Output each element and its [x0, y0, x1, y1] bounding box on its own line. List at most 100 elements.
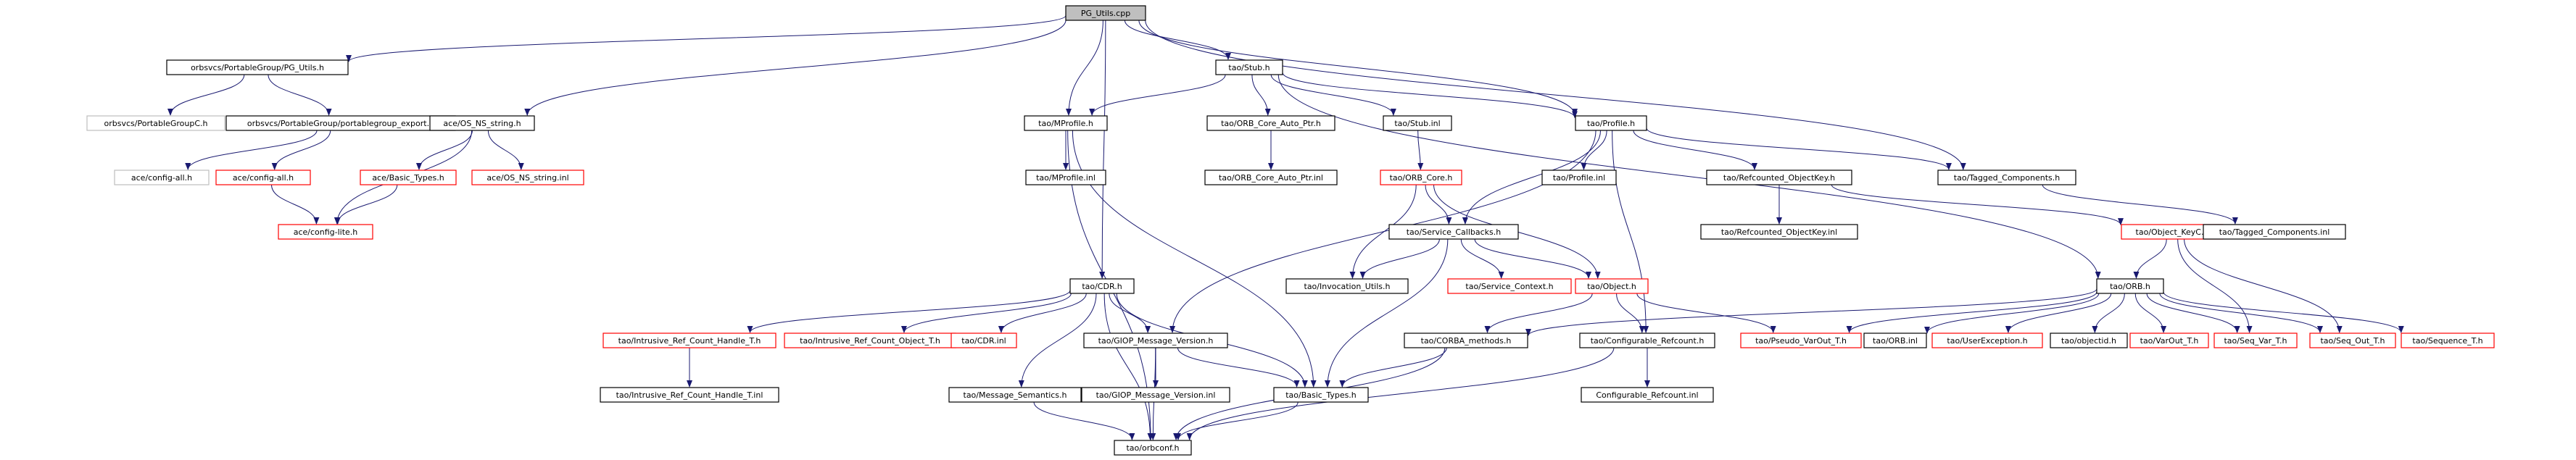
- include-edge-ace_basic_types-to-config_lite: [334, 184, 398, 225]
- include-edge-pg_utils_h-to-orbsvcs_pgc: [167, 74, 245, 116]
- include-edge-profile_h-to-service_callbacks_h: [1462, 130, 1602, 225]
- include-edge-refcounted_objectkey_h-to-object_keyc_h: [1831, 184, 2124, 226]
- include-edge-tao_stub_h-to-profile_h: [1282, 72, 1578, 119]
- file-node-irc_handle_t_h[interactable]: tao/Intrusive_Ref_Count_Handle_T.h: [602, 333, 776, 348]
- file-node-tao_stub_h[interactable]: tao/Stub.h: [1215, 59, 1283, 75]
- file-node-refcounted_objectkey_h[interactable]: tao/Refcounted_ObjectKey.h: [1706, 170, 1852, 185]
- file-node-box: [948, 387, 1082, 403]
- file-node-orb_h[interactable]: tao/ORB.h: [2096, 278, 2164, 294]
- file-node-label: tao/MProfile.h: [1038, 119, 1093, 128]
- file-node-sequence_t_h[interactable]: tao/Sequence_T.h: [2401, 333, 2495, 348]
- include-edge-orb_h-to-sequence_t_h: [2163, 291, 2404, 333]
- file-node-box: [1541, 170, 1617, 185]
- file-node-seq_var_t_h[interactable]: tao/Seq_Var_T.h: [2213, 333, 2298, 348]
- file-node-label: tao/Basic_Types.h: [1285, 390, 1357, 400]
- file-node-refcounted_objectkey_inl[interactable]: tao/Refcounted_ObjectKey.inl: [1700, 224, 1858, 240]
- file-node-label: tao/objectid.h: [2061, 336, 2116, 346]
- file-node-pg_export[interactable]: orbsvcs/PortableGroup/portablegroup_expo…: [225, 115, 456, 131]
- file-node-box: [1579, 333, 1715, 348]
- file-node-corba_methods_h[interactable]: tao/CORBA_methods.h: [1404, 333, 1528, 348]
- file-node-config_all_gray[interactable]: ace/config-all.h: [114, 170, 210, 185]
- file-node-label: tao/ORB.inl: [1873, 336, 1918, 346]
- file-node-irc_object_t_h[interactable]: tao/Intrusive_Ref_Count_Object_T.h: [784, 333, 956, 348]
- file-node-tagged_components_inl[interactable]: tao/Tagged_Components.inl: [2203, 224, 2346, 240]
- file-node-box: [471, 170, 584, 185]
- file-node-profile_inl[interactable]: tao/Profile.inl: [1541, 170, 1617, 185]
- include-edge-config_all_red-to-config_lite: [270, 184, 320, 225]
- file-node-tagged_components_h[interactable]: tao/Tagged_Components.h: [1937, 170, 2076, 185]
- include-edge-tao_stub_h-to-mprofile_h: [1089, 74, 1226, 116]
- include-edge-ace_os_ns_string-to-os_ns_string_inl: [487, 130, 524, 170]
- file-node-service_callbacks_h[interactable]: tao/Service_Callbacks.h: [1388, 224, 1519, 240]
- file-node-service_context_h[interactable]: tao/Service_Context.h: [1447, 278, 1572, 294]
- file-node-irc_handle_t_inl[interactable]: tao/Intrusive_Ref_Count_Handle_T.inl: [600, 387, 779, 403]
- include-edge-orb_h-to-userexception_h: [2005, 293, 2112, 333]
- file-node-orb_inl[interactable]: tao/ORB.inl: [1863, 333, 1927, 348]
- file-node-box: [1083, 333, 1228, 348]
- file-node-giop_message_version_h[interactable]: tao/GIOP_Message_Version.h: [1083, 333, 1228, 348]
- file-node-seq_out_t_h[interactable]: tao/Seq_Out_T.h: [2309, 333, 2396, 348]
- file-node-box: [1931, 333, 2043, 348]
- file-node-box: [1024, 115, 1108, 131]
- file-node-orb_core_auto_ptr_inl[interactable]: tao/ORB_Core_Auto_Ptr.inl: [1204, 170, 1338, 185]
- include-edge-profile_h-to-refcounted_objectkey_h: [1633, 130, 1757, 170]
- file-node-box: [278, 224, 373, 240]
- file-node-message_semantics_h[interactable]: tao/Message_Semantics.h: [948, 387, 1082, 403]
- file-node-tao_basic_types_h[interactable]: tao/Basic_Types.h: [1273, 387, 1369, 403]
- file-node-configurable_refcount_h[interactable]: tao/Configurable_Refcount.h: [1579, 333, 1715, 348]
- file-node-box: [602, 333, 776, 348]
- file-node-cdr_inl[interactable]: tao/CDR.inl: [951, 333, 1017, 348]
- file-node-pseudo_varout_t_h[interactable]: tao/Pseudo_VarOut_T.h: [1740, 333, 1862, 348]
- file-node-objectid_h[interactable]: tao/objectid.h: [2050, 333, 2128, 348]
- include-edge-service_callbacks_h-to-service_context_h: [1460, 238, 1504, 279]
- file-node-userexception_h[interactable]: tao/UserException.h: [1931, 333, 2043, 348]
- file-node-config_lite[interactable]: ace/config-lite.h: [278, 224, 373, 240]
- file-node-label: orbsvcs/PortableGroup/portablegroup_expo…: [247, 119, 434, 128]
- file-node-object_h[interactable]: tao/Object.h: [1575, 278, 1649, 294]
- file-node-label: tao/Refcounted_ObjectKey.inl: [1721, 227, 1837, 237]
- include-edge-pg_utils_cpp-to-tagged_components_h: [1145, 20, 1966, 170]
- file-node-box: [2050, 333, 2128, 348]
- file-node-cdr_h[interactable]: tao/CDR.h: [1069, 278, 1135, 294]
- file-node-box: [951, 333, 1017, 348]
- file-node-label: tao/UserException.h: [1947, 336, 2027, 346]
- file-node-orbsvcs_pgc[interactable]: orbsvcs/PortableGroupC.h: [86, 115, 225, 131]
- file-node-pg_utils_h[interactable]: orbsvcs/PortableGroup/PG_Utils.h: [166, 59, 349, 75]
- file-node-label: tao/MProfile.inl: [1036, 173, 1096, 183]
- file-node-profile_h[interactable]: tao/Profile.h: [1575, 115, 1647, 131]
- file-node-configurable_refcount_inl[interactable]: Configurable_Refcount.inl: [1581, 387, 1714, 403]
- file-node-label: ace/config-all.h: [131, 173, 192, 183]
- file-node-label: tao/Tagged_Components.inl: [2219, 227, 2330, 237]
- file-node-label: tao/Stub.h: [1228, 63, 1270, 72]
- file-node-ace_os_ns_string[interactable]: ace/OS_NS_string.h: [429, 115, 535, 131]
- file-node-box: [1069, 278, 1135, 294]
- file-node-config_all_red[interactable]: ace/config-all.h: [215, 170, 311, 185]
- file-node-box: [1706, 170, 1852, 185]
- include-edge-tao_stub_h-to-stub_inl: [1270, 74, 1396, 116]
- file-node-mprofile_h[interactable]: tao/MProfile.h: [1024, 115, 1108, 131]
- file-node-stub_inl[interactable]: tao/Stub.inl: [1383, 115, 1452, 131]
- include-edge-tao_stub_h-to-orb_h: [1277, 74, 2101, 279]
- file-node-mprofile_inl[interactable]: tao/MProfile.inl: [1025, 170, 1106, 185]
- file-node-box: [2203, 224, 2346, 240]
- include-edge-pg_utils_cpp-to-tao_stub_h: [1124, 20, 1231, 60]
- file-node-label: ace/OS_NS_string.inl: [486, 173, 568, 183]
- include-edge-orb_core_h-to-service_callbacks_h: [1425, 184, 1452, 225]
- include-edge-pg_utils_cpp-to-pg_utils_h: [346, 15, 1067, 62]
- include-edge-tagged_components_h-to-tagged_components_inl: [2042, 184, 2238, 225]
- include-edge-configurable_refcount_h-to-orbconf_h: [1186, 347, 1615, 440]
- file-node-box: [1273, 387, 1369, 403]
- file-node-varout_t_h[interactable]: tao/VarOut_T.h: [2129, 333, 2209, 348]
- file-node-orb_core_auto_ptr_h[interactable]: tao/ORB_Core_Auto_Ptr.h: [1206, 115, 1335, 131]
- file-node-orbconf_h[interactable]: tao/orbconf.h: [1114, 440, 1192, 456]
- file-node-box: [2096, 278, 2164, 294]
- file-node-giop_message_version_inl[interactable]: tao/GIOP_Message_Version.inl: [1081, 387, 1230, 403]
- file-node-ace_basic_types[interactable]: ace/Basic_Types.h: [360, 170, 457, 185]
- file-node-os_ns_string_inl[interactable]: ace/OS_NS_string.inl: [471, 170, 584, 185]
- include-edge-object_keyc_h-to-orb_h: [2133, 238, 2167, 279]
- file-node-object_keyc_h[interactable]: tao/Object_KeyC.h: [2121, 224, 2224, 240]
- file-node-box: [1740, 333, 1862, 348]
- file-node-orb_core_h[interactable]: tao/ORB_Core.h: [1380, 170, 1462, 185]
- file-node-invocation_utils_h[interactable]: tao/Invocation_Utils.h: [1285, 278, 1409, 294]
- file-node-box: [86, 115, 225, 131]
